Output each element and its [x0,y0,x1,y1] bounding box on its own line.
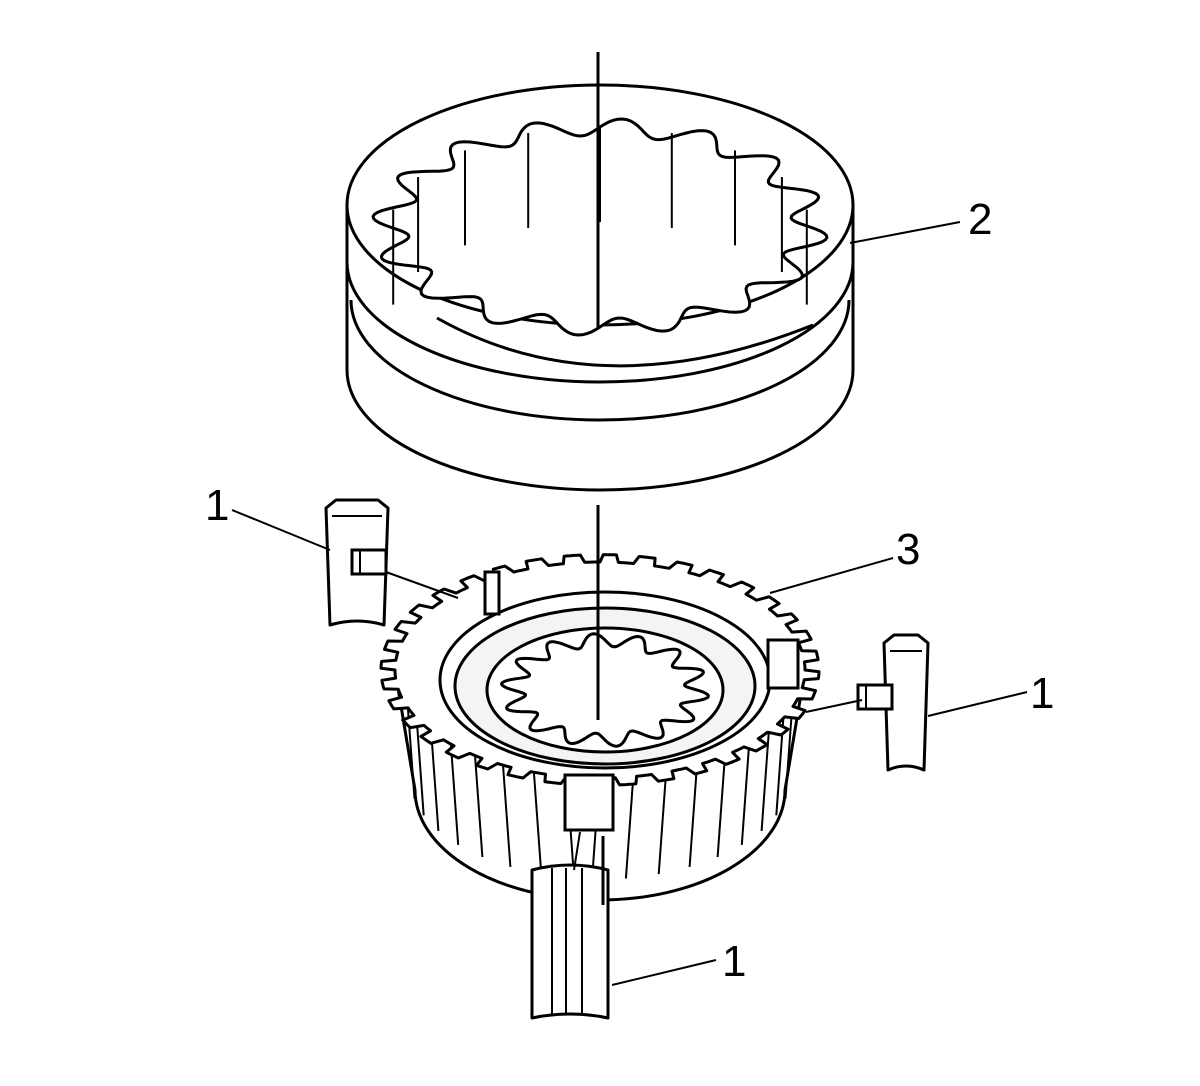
hub-tooth-edge [760,720,771,831]
hub-tooth-edge [624,768,635,879]
sleeve-groove-lower [349,299,851,422]
sleeve-groove-upper [345,261,855,384]
callout-label-1-left: 1 [205,481,230,530]
hub-key-slot-right [766,638,800,690]
leader-to-hub-3 [769,557,894,594]
hub-tooth-edge [775,705,786,816]
key-bottom-body [530,863,610,1020]
callout-label-2: 2 [968,195,993,244]
hub-internal-splines [499,632,711,748]
hub-tooth-edge [501,756,512,867]
hub-tooth-edge [657,764,668,875]
leader-to-key-bottom [611,959,717,986]
leader-to-key-left [231,509,331,551]
sleeve-groove-inner-curve [436,316,814,368]
hub-tooth-edge [740,734,751,845]
hub-tooth-edge [688,756,699,867]
insert-key-right [856,633,930,772]
synchronizer-sleeve-part-2 [345,83,855,492]
hub-key-slot-front [563,773,615,832]
key-bottom-assembly-path [573,831,581,871]
center-axis-line [596,52,605,905]
hub-tooth-edge [716,747,727,858]
leader-lines [231,221,1028,986]
key-spring-boss [856,683,894,711]
callout-label-1-bottom: 1 [722,937,747,986]
synchronizer-hub-part-3 [379,553,821,902]
insert-key-bottom [530,863,610,1020]
hub-tooth-edge [532,764,543,875]
callout-label-3: 3 [896,525,921,574]
leader-to-sleeve-2 [849,221,961,244]
key-plate [882,633,930,772]
hub-key-slot-back [483,570,501,616]
key-right-assembly-path [805,699,863,713]
key-left-assembly-path [385,571,459,599]
sleeve-internal-splines [371,117,829,337]
key-spring-boss [350,548,388,576]
insert-key-left [324,498,390,627]
callout-label-1-right: 1 [1030,669,1055,718]
leader-to-key-right [927,691,1028,717]
